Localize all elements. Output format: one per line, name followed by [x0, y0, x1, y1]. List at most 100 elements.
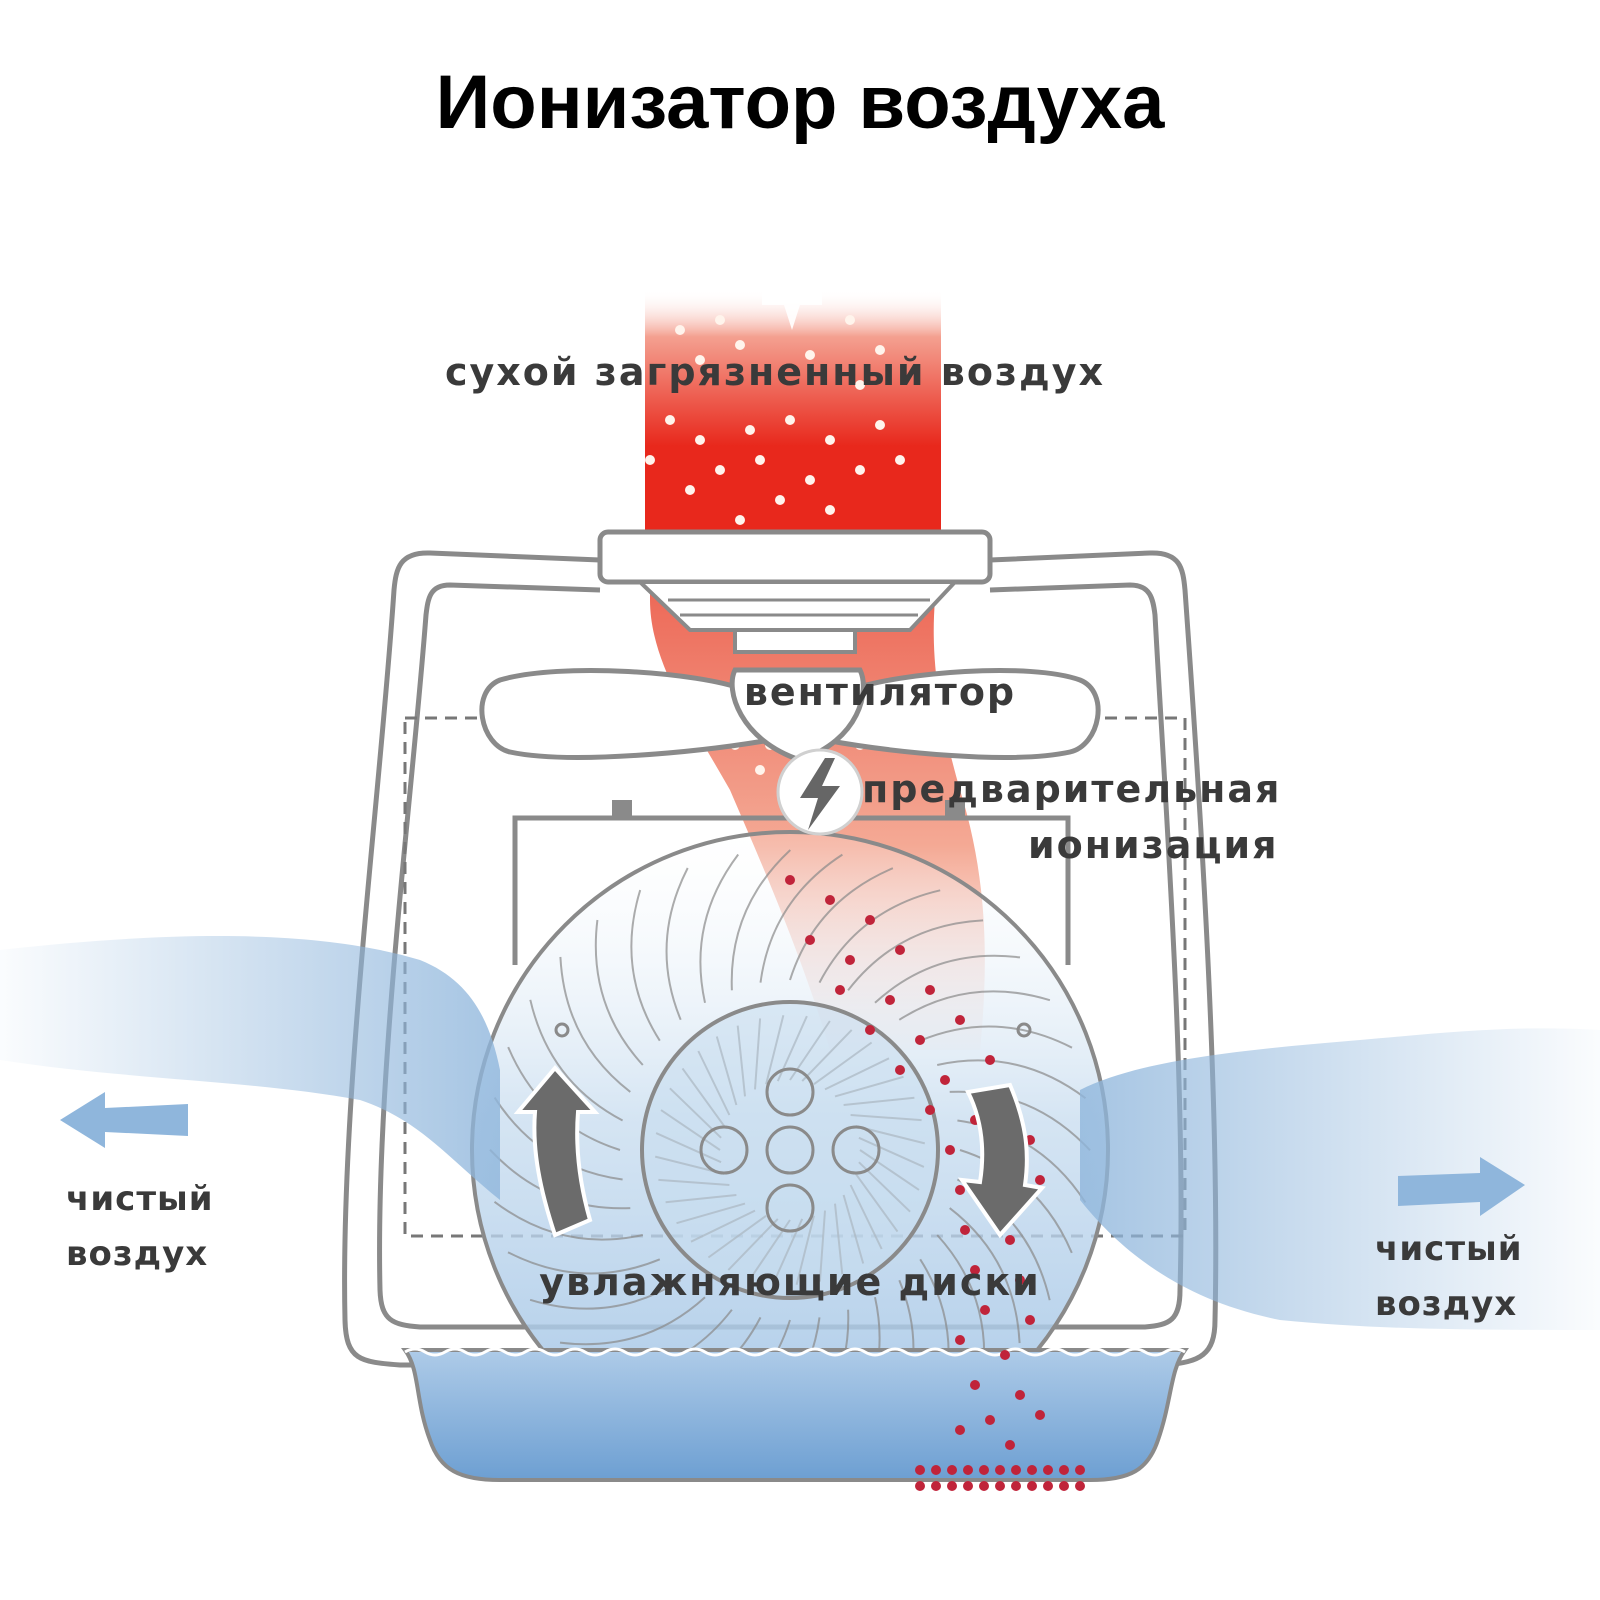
water-tank [401, 1347, 1189, 1482]
disc-vane [665, 867, 689, 1021]
dirty-particle [735, 340, 745, 350]
ionized-particle [955, 1425, 965, 1435]
disc-vane [507, 1251, 661, 1275]
ionized-particle [915, 1481, 925, 1491]
ionized-particle [1043, 1481, 1053, 1491]
ionized-particle [865, 915, 875, 925]
label-clean-right-line1: чистый [1375, 1229, 1523, 1269]
ionized-particle [985, 1415, 995, 1425]
ionized-particle [925, 985, 935, 995]
label-clean-left-line1: чистый [66, 1179, 214, 1219]
dirty-particle [805, 350, 815, 360]
ionized-particle [979, 1481, 989, 1491]
dirty-particle [755, 765, 765, 775]
rotation-arrow-up-icon [513, 1064, 600, 1238]
dirty-particle [845, 315, 855, 325]
ionized-particle [1035, 1410, 1045, 1420]
ionized-particle [960, 1225, 970, 1235]
ionized-particle [1011, 1481, 1021, 1491]
ionized-particle [963, 1465, 973, 1475]
disc-vane [898, 990, 1051, 1021]
disc-vane [493, 1201, 644, 1241]
dirty-particle [675, 325, 685, 335]
ionized-particle [895, 1065, 905, 1075]
disc-vane [789, 867, 894, 981]
arrow-left-icon [60, 1092, 188, 1148]
dirty-particle [715, 315, 725, 325]
ionized-particle [825, 895, 835, 905]
ionized-particle [931, 1481, 941, 1491]
disc-vane [630, 889, 661, 1042]
ionized-particle [970, 1265, 980, 1275]
ionized-particle [995, 1465, 1005, 1475]
dirty-particle [805, 475, 815, 485]
dirty-particle [665, 415, 675, 425]
disc-vane [699, 853, 739, 1004]
ionized-particle [955, 1335, 965, 1345]
disc-vane [559, 1296, 706, 1346]
ionized-particle [1059, 1465, 1069, 1475]
diagram-title: Ионизатор воздуха [436, 60, 1165, 145]
dirty-particle [695, 435, 705, 445]
dirty-particle [875, 420, 885, 430]
ionized-particle [885, 995, 895, 1005]
ionized-particle [1043, 1465, 1053, 1475]
dirty-particle [735, 515, 745, 525]
disc-vane [529, 999, 624, 1122]
ionized-particle [915, 1465, 925, 1475]
ionized-particle [805, 935, 815, 945]
ionized-particle [835, 985, 845, 995]
disc-vane [529, 1279, 682, 1310]
ionized-particle [1005, 1440, 1015, 1450]
clean-air-flow-left [0, 936, 500, 1200]
ionized-particle [1075, 1465, 1085, 1475]
ionized-particle [955, 1185, 965, 1195]
ionized-particle [1000, 1350, 1010, 1360]
humidifying-discs [470, 830, 1110, 1470]
dirty-particle [745, 425, 755, 435]
dirty-particle [825, 505, 835, 515]
ionized-particle [1025, 1315, 1035, 1325]
disc-vane [949, 1207, 1021, 1344]
ionized-particle [1027, 1481, 1037, 1491]
ionized-particle [1015, 1275, 1025, 1285]
ionized-particle [895, 945, 905, 955]
ionized-particle [985, 1055, 995, 1065]
dirty-particle [785, 415, 795, 425]
rotation-arrow-down-icon [957, 1082, 1046, 1239]
ionized-particle [1005, 1235, 1015, 1245]
ionized-particle [865, 1025, 875, 1035]
dirty-particle [715, 465, 725, 475]
disc-vane [936, 1059, 1087, 1099]
ionized-particle [925, 1105, 935, 1115]
ionized-particle [1059, 1481, 1069, 1491]
dirty-particle [895, 455, 905, 465]
disc-vane [730, 849, 791, 991]
dirty-particle [855, 465, 865, 475]
ionized-particle [1035, 1175, 1045, 1185]
disc-vane [759, 853, 843, 983]
ionized-particle [945, 1145, 955, 1155]
arrow-down-icon [762, 290, 822, 330]
label-fan: вентилятор [744, 670, 1016, 714]
label-intake: сухой загрязненный воздух [445, 350, 1105, 394]
ionized-particle [931, 1465, 941, 1475]
disc-vane [847, 919, 984, 991]
lightning-icon [776, 748, 864, 836]
arrow-right-icon [1398, 1157, 1525, 1216]
fan [479, 667, 1101, 763]
disc-vane [594, 919, 644, 1066]
dirty-particle [755, 455, 765, 465]
ionized-particles [785, 875, 1085, 1491]
ionized-particle [845, 955, 855, 965]
ionized-particle [947, 1465, 957, 1475]
label-clean-right-line2: воздух [1375, 1284, 1517, 1324]
label-clean-left-line2: воздух [66, 1234, 208, 1274]
ionized-particle [947, 1481, 957, 1491]
label-discs: увлажняющие диски [539, 1260, 1041, 1304]
disc-vane [874, 954, 1021, 1004]
ionized-particle [963, 1481, 973, 1491]
label-preionization-line1: предварительная [862, 767, 1281, 811]
ionized-particle [980, 1305, 990, 1315]
dirty-particle [855, 380, 865, 390]
